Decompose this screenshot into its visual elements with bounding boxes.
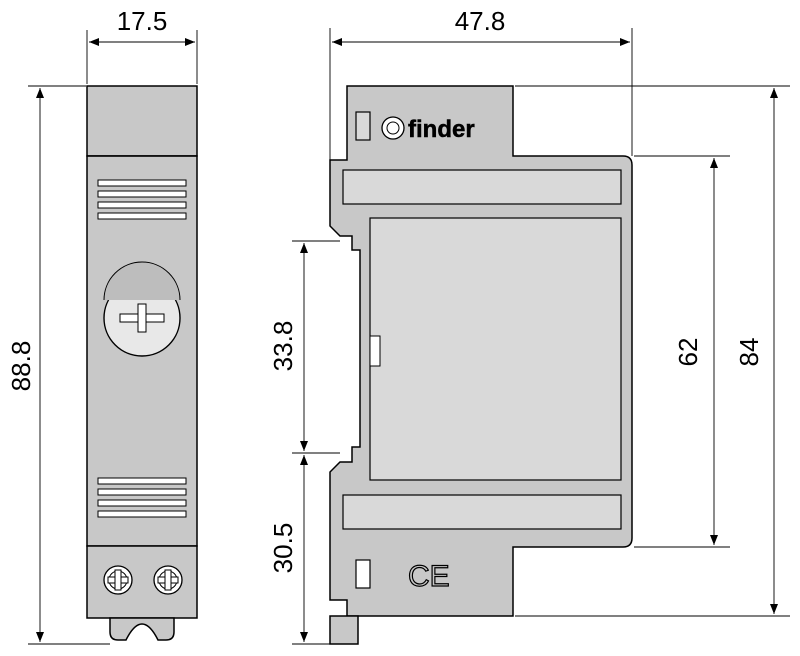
side-bottom-slot [355,559,371,589]
ce-mark: CE [408,560,450,593]
terminal-screw-right-icon [153,565,183,595]
side-upper-strip [342,169,622,205]
panel-height-dimension: 62 [634,155,730,548]
finder-logo-text: finder [408,116,475,143]
side-top-slot [355,111,371,141]
side-center-panel [369,217,622,481]
dim-panel-height: 62 [673,338,703,367]
terminal-screw-left-icon [103,565,133,595]
front-bottom-vents [97,477,187,518]
dim-total-height: 84 [734,338,764,367]
dim-front-height: 88.8 [6,341,36,392]
rail-height-dimension: 33.8 [268,240,340,454]
side-latch [369,335,381,367]
adjustment-knob-icon [103,261,181,357]
dim-side-width: 47.8 [455,6,506,36]
finder-logo-icon [381,116,405,140]
total-height-dimension: 84 [515,85,790,617]
front-height-dimension: 88.8 [6,85,110,645]
bottom-height-dimension: 30.5 [268,455,330,645]
front-view [86,85,198,641]
side-bottom-clip [329,615,359,645]
dim-bottom-height: 30.5 [268,523,298,574]
dim-rail-height: 33.8 [268,321,298,372]
front-width-dimension: 17.5 [86,6,198,84]
side-lower-strip [342,494,622,530]
front-top-vents [97,179,187,220]
dim-front-width: 17.5 [117,6,168,36]
din-clip [109,617,175,641]
side-width-dimension: 47.8 [329,6,633,160]
finder-logo: finder [381,116,475,143]
front-top-block [86,85,198,157]
side-view: finder CE [329,85,633,645]
